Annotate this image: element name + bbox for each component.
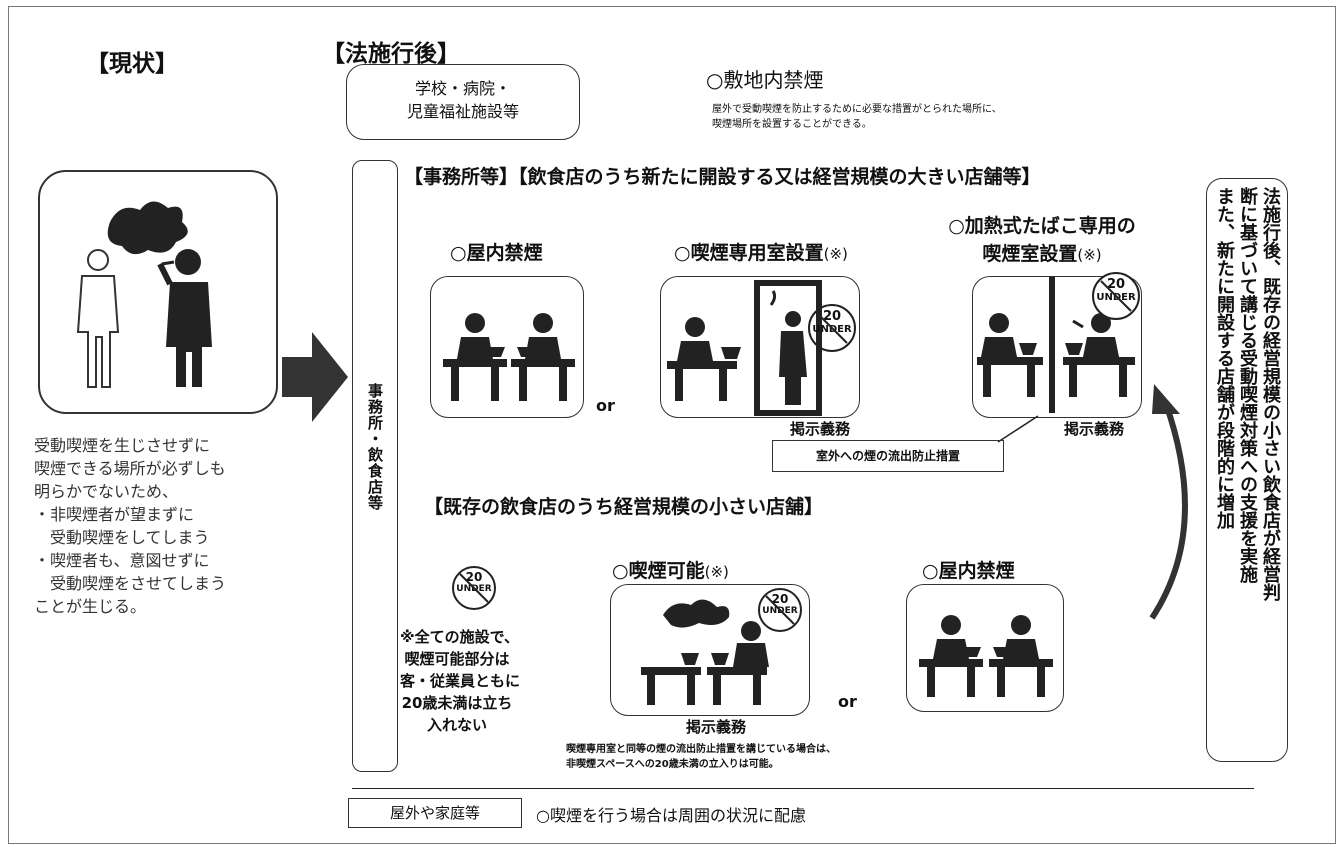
schools-rule: ○敷地内禁煙: [706, 68, 824, 92]
outflow-prevention-box: 室外への煙の流出防止措置: [772, 440, 1004, 472]
after-heading: 【法施行後】: [322, 41, 460, 67]
under-20-badge: 20 UNDER: [758, 588, 802, 632]
dining-table-icon: [443, 313, 575, 401]
or-label-1: or: [596, 396, 615, 415]
option-smoking-room-title: ○喫煙専用室設置(※): [674, 242, 848, 264]
posting-duty-1: 掲示義務: [790, 420, 851, 438]
support-note: 法施行後、既存の経営規模の小さい飲食店が経営判断に基づいて講じる受動喫煙対策への…: [1214, 187, 1281, 601]
posting-duty-3: 掲示義務: [686, 718, 747, 736]
support-note-box: 法施行後、既存の経営規模の小さい飲食店が経営判断に基づいて講じる受動喫煙対策への…: [1206, 178, 1288, 762]
option-smoking-allowed-title: ○喫煙可能(※): [612, 560, 729, 582]
current-description: 受動喫煙を生じさせずに 喫煙できる場所が必ずしも 明らかでないため、 ・非喫煙者…: [34, 436, 227, 616]
passive-smoking-icon: [76, 201, 212, 388]
no-smoking-illustration: [430, 276, 584, 418]
small-shops-heading: 【既存の飲食店のうち経営規模の小さい店舗】: [424, 496, 824, 518]
posting-duty-2: 掲示義務: [1064, 420, 1125, 438]
current-illustration: [38, 170, 278, 414]
option-no-smoking-small-title: ○屋内禁煙: [922, 560, 1015, 582]
smoking-table-icon: [641, 599, 769, 705]
current-heading: 【現状】: [86, 51, 178, 77]
dining-table-icon: [919, 615, 1053, 697]
smoking-allowed-illustration: [610, 584, 810, 716]
equivalent-note: 喫煙専用室と同等の煙の流出防止措置を講じている場合は、 非喫煙スペースへの20歳…: [566, 744, 836, 770]
smoking-room-icon: [667, 280, 822, 416]
option-no-smoking-title: ○屋内禁煙: [450, 242, 543, 264]
category-vertical-box: 事務所・飲食店等: [352, 160, 398, 772]
schools-label-box: 学校・病院・ 児童福祉施設等: [346, 64, 580, 140]
category-vertical-label: 事務所・飲食店等: [366, 383, 384, 511]
outdoor-label-box: 屋外や家庭等: [348, 798, 522, 828]
offices-heading: 【事務所等】【飲食店のうち新たに開設する又は経営規模の大きい店舗等】: [404, 166, 1041, 188]
diagram-frame: [8, 6, 1336, 844]
option-heated-tobacco-title: ○加熱式たばこ専用の 喫煙室設置(※): [948, 215, 1136, 265]
outdoor-rule: ○喫煙を行う場合は周囲の状況に配慮: [536, 806, 806, 825]
under-20-badge: 20 UNDER: [452, 566, 496, 610]
callout-line: [997, 415, 1039, 443]
all-facilities-note: ※全ての施設で、 喫煙可能部分は 客・従業員ともに 20歳未満は立ち 入れない: [400, 628, 521, 734]
schools-note: 屋外で受動喫煙を防止するために必要な措置がとられた場所に、 喫煙場所を設置するこ…: [712, 104, 1002, 130]
no-smoking-small-illustration: [906, 584, 1064, 712]
smoking-room-illustration: [660, 276, 860, 418]
curved-arrow-icon: [1149, 384, 1188, 620]
divider: [352, 788, 1254, 789]
or-label-2: or: [838, 692, 857, 711]
under-20-badge: 20 UNDER: [1092, 272, 1140, 320]
under-20-badge: 20 UNDER: [808, 304, 856, 352]
transition-arrow-icon: [282, 332, 348, 422]
